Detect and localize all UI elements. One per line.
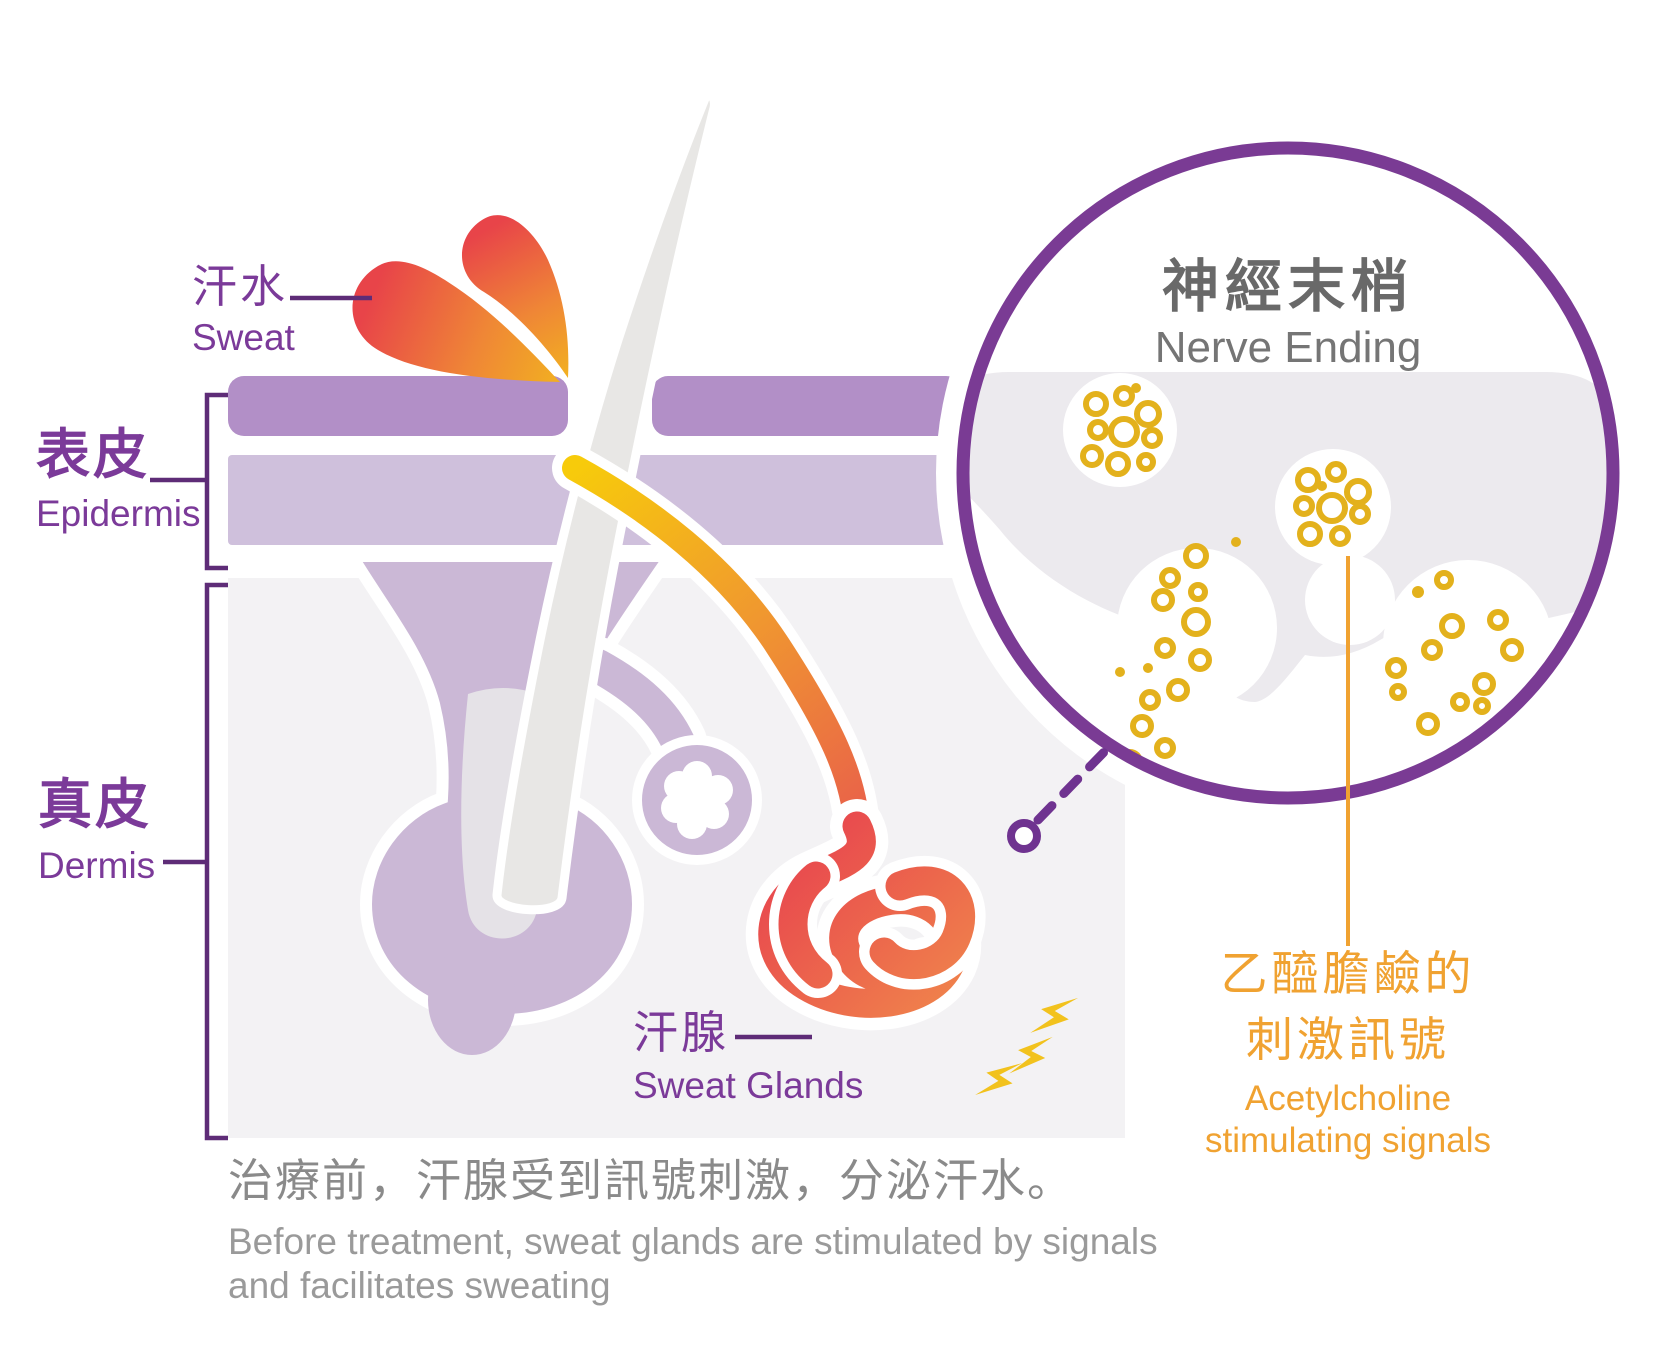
nerve-ending-label-en: Nerve Ending — [1154, 323, 1422, 372]
acetylcholine-label-zh1: 乙醯膽鹼的 — [1220, 947, 1476, 1000]
stimulation-lightning-icon — [975, 997, 1079, 1095]
dermal-papilla — [428, 945, 516, 1055]
epidermis-label-zh: 表皮 — [36, 425, 150, 485]
sweat-glands-label-zh: 汗腺 — [633, 1007, 730, 1058]
epidermis-upper-band-right — [652, 376, 962, 436]
epidermis-bracket — [204, 392, 228, 571]
sweat-glands-label-en: Sweat Glands — [633, 1065, 864, 1106]
dashed-pointer-line — [1007, 745, 1111, 853]
acetylcholine-label-en2: stimulating signals — [1205, 1121, 1491, 1160]
sweat-gland-coil-icon — [745, 799, 986, 1031]
caption-en-line2: and facilitates sweating — [228, 1265, 611, 1306]
nerve-ending-label-zh: 神經末梢 — [1162, 255, 1414, 319]
epidermis-label-en: Epidermis — [36, 493, 201, 534]
acetylcholine-label-zh2: 刺激訊號 — [1246, 1013, 1450, 1066]
acetylcholine-label-en1: Acetylcholine — [1244, 1079, 1452, 1118]
label-connectors — [150, 295, 812, 1141]
caption-en-line1: Before treatment, sweat glands are stimu… — [228, 1221, 1158, 1262]
sweat-droplet-icon — [352, 215, 569, 382]
dermis-label-zh: 真皮 — [38, 775, 152, 835]
sweat-duct-icon — [552, 445, 880, 851]
sweat-label-en: Sweat — [192, 317, 295, 358]
caption-zh: 治療前，汗腺受到訊號刺激，分泌汗水。 — [228, 1155, 1075, 1206]
dermis-bracket — [204, 582, 228, 1141]
nerve-ending-magnifier-circle — [936, 121, 1640, 825]
sweat-label-zh: 汗水 — [192, 261, 289, 312]
epidermis-upper-band-left — [228, 376, 568, 436]
sebaceous-gland-lobes — [661, 761, 733, 839]
dermis-label-en: Dermis — [38, 845, 156, 886]
